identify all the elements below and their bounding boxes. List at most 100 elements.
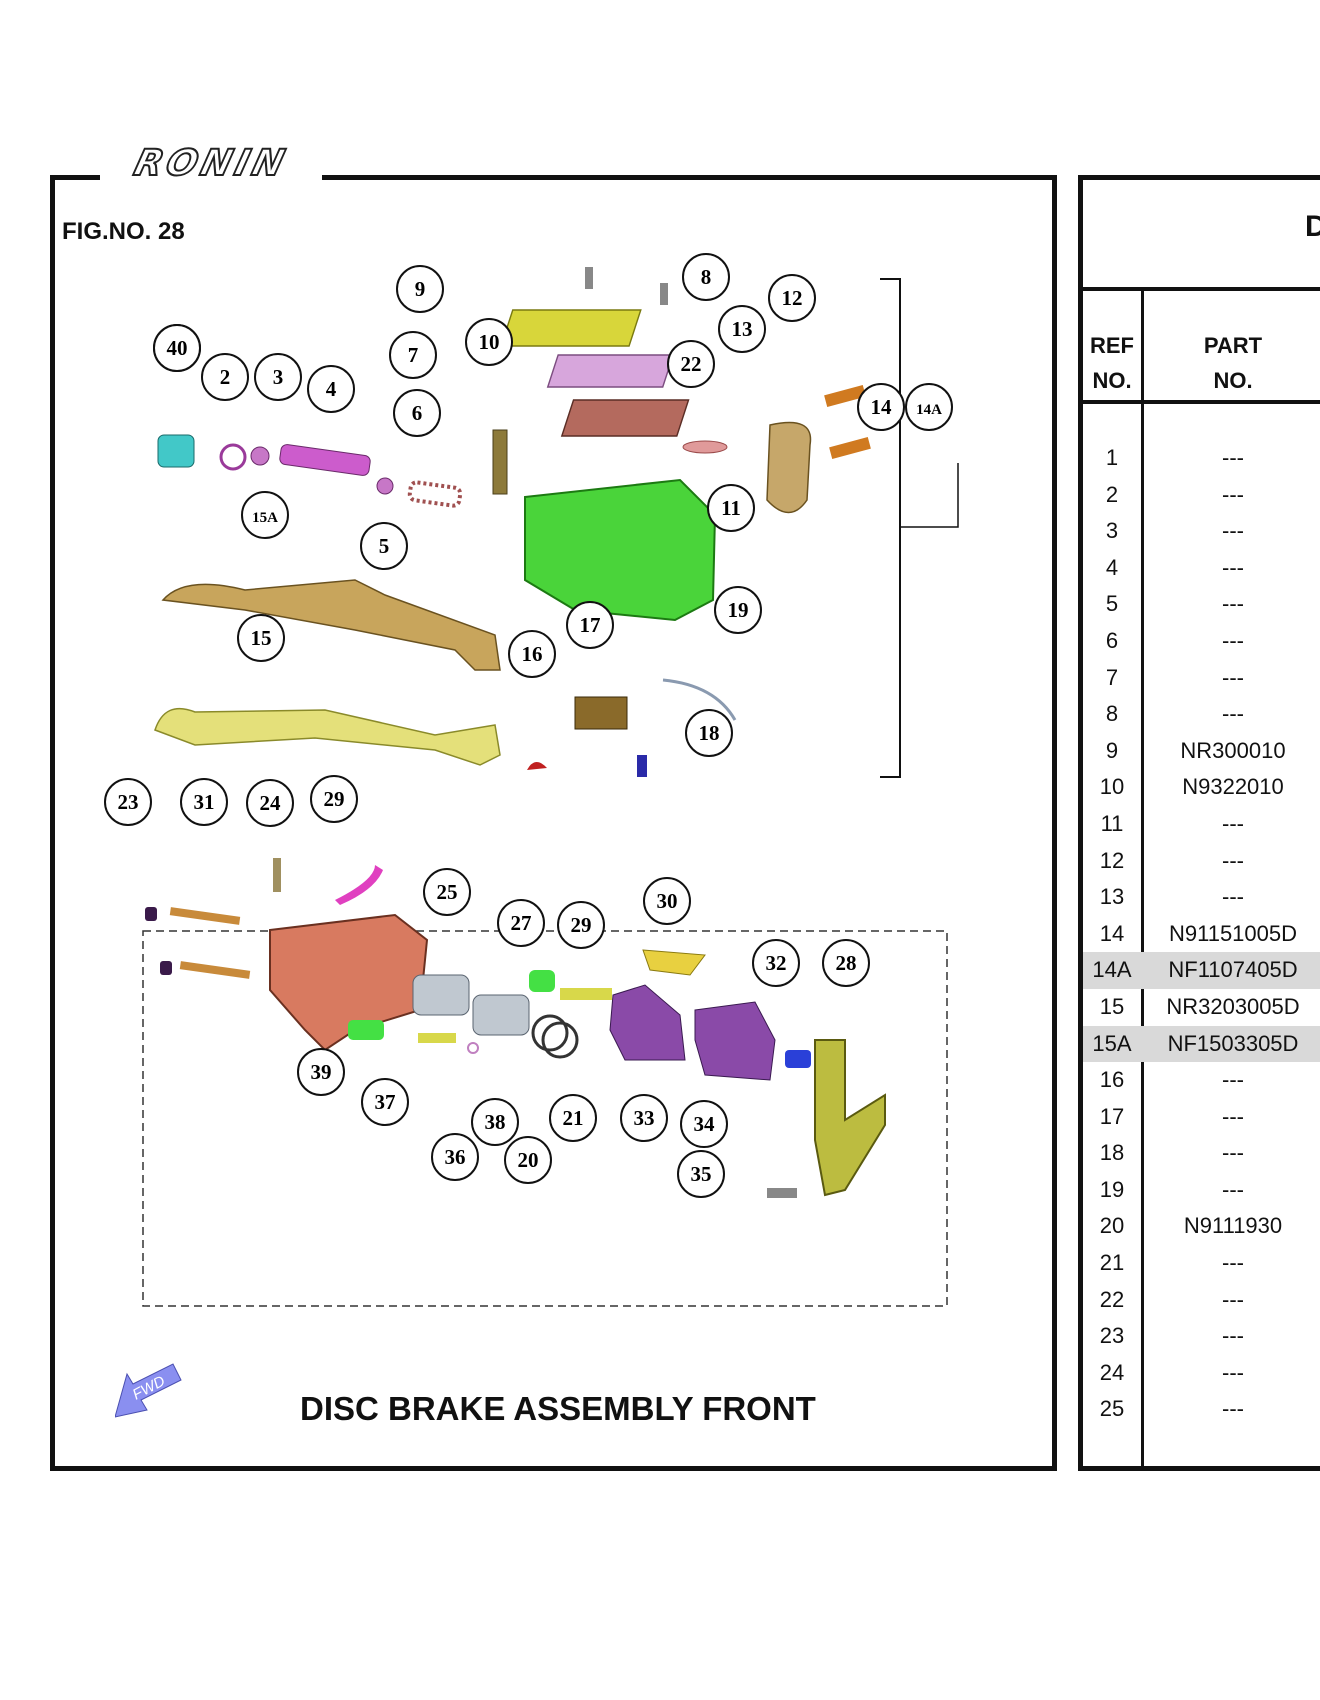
ref-number: 15A xyxy=(1092,1030,1132,1056)
svg-text:27: 27 xyxy=(511,911,532,935)
svg-text:9: 9 xyxy=(415,277,426,301)
table-row: 6--- xyxy=(1083,623,1320,660)
ref-number: 6 xyxy=(1105,627,1119,653)
svg-text:29: 29 xyxy=(571,913,592,937)
callout-27: 27 xyxy=(497,899,545,947)
svg-text:15A: 15A xyxy=(252,510,278,526)
caliper-group-box xyxy=(142,930,948,1307)
table-row: 4--- xyxy=(1083,550,1320,587)
part-header-line1: PART xyxy=(1203,333,1263,358)
exploded-view-diagram: 123456789101112131414A1515A1617181920212… xyxy=(104,253,959,1307)
header-bottom-rule xyxy=(1078,400,1320,404)
ref-number: 25 xyxy=(1099,1396,1125,1422)
svg-text:7: 7 xyxy=(408,343,419,367)
spring xyxy=(407,480,463,508)
ref-number: 9 xyxy=(1105,737,1119,763)
ref-number: 20 xyxy=(1099,1213,1125,1239)
callout-22: 22 xyxy=(667,340,715,388)
table-row: 1--- xyxy=(1083,440,1320,477)
part-number: --- xyxy=(1222,1140,1244,1166)
ref-number: 10 xyxy=(1099,774,1125,800)
part-no-header: PART NO. xyxy=(1146,328,1320,398)
part-number: --- xyxy=(1222,1359,1244,1385)
circlip xyxy=(219,443,247,471)
part-number: --- xyxy=(1222,664,1244,690)
svg-text:32: 32 xyxy=(766,951,787,975)
dust-boot xyxy=(157,434,195,468)
svg-text:38: 38 xyxy=(485,1110,506,1134)
svg-text:39: 39 xyxy=(311,1060,332,1084)
svg-text:13: 13 xyxy=(732,317,753,341)
clamp-bolt-a xyxy=(824,385,866,407)
svg-text:18: 18 xyxy=(699,721,720,745)
lever-15a xyxy=(161,579,501,671)
table-row: 23 --- xyxy=(1083,1318,1320,1355)
diaphragm xyxy=(560,399,690,437)
svg-text:5: 5 xyxy=(379,534,390,558)
svg-text:36: 36 xyxy=(445,1145,466,1169)
callout-32: 32 xyxy=(752,939,800,987)
callout-12: 12 xyxy=(768,274,816,322)
callout-21: 21 xyxy=(549,1094,597,1142)
ref-number: 4 xyxy=(1105,554,1119,580)
part-number: --- xyxy=(1222,518,1244,544)
ref-number: 18 xyxy=(1099,1140,1125,1166)
svg-text:29: 29 xyxy=(324,787,345,811)
svg-text:28: 28 xyxy=(836,951,857,975)
svg-text:17: 17 xyxy=(580,613,601,637)
callout-15a: 15A xyxy=(241,491,289,539)
bleeder xyxy=(273,858,281,892)
callout-16: 16 xyxy=(508,630,556,678)
part-number: --- xyxy=(1222,1323,1244,1349)
table-title-fragment: D xyxy=(1305,210,1320,243)
svg-text:20: 20 xyxy=(518,1148,539,1172)
ref-number: 14 xyxy=(1099,920,1125,946)
ref-number: 3 xyxy=(1105,518,1119,544)
table-row: 11--- xyxy=(1083,806,1320,843)
master-cylinder-body xyxy=(524,478,717,622)
svg-text:10: 10 xyxy=(479,330,500,354)
part-number: NF1107405D xyxy=(1168,957,1298,983)
part-number: --- xyxy=(1222,591,1244,617)
part-number: --- xyxy=(1222,481,1244,507)
bracket-29 xyxy=(814,1039,886,1197)
table-row: 21--- xyxy=(1083,1245,1320,1282)
table-row: 19--- xyxy=(1083,1172,1320,1209)
ref-number: 19 xyxy=(1099,1176,1125,1202)
ref-number: 13 xyxy=(1099,884,1125,910)
ref-number: 7 xyxy=(1105,664,1119,690)
svg-text:34: 34 xyxy=(694,1112,716,1136)
svg-text:24: 24 xyxy=(260,791,282,815)
ref-number: 23 xyxy=(1099,1323,1125,1349)
table-row: 2--- xyxy=(1083,477,1320,514)
push-rod xyxy=(492,429,508,495)
svg-text:22: 22 xyxy=(681,352,702,376)
callout-14a: 14A xyxy=(905,383,953,431)
ref-number: 24 xyxy=(1099,1359,1125,1385)
slide-pin-38 xyxy=(418,1033,456,1043)
piston xyxy=(279,444,371,476)
callout-35: 35 xyxy=(677,1150,725,1198)
callout-19: 19 xyxy=(714,586,762,634)
callout-13: 13 xyxy=(718,305,766,353)
washer xyxy=(682,440,728,454)
pin-32b xyxy=(179,961,251,979)
callout-18: 18 xyxy=(685,709,733,757)
callout-38: 38 xyxy=(471,1098,519,1146)
part-number: NR3203005D xyxy=(1166,993,1300,1019)
svg-text:25: 25 xyxy=(437,880,458,904)
svg-text:15: 15 xyxy=(251,626,272,650)
table-row: 3 --- xyxy=(1083,513,1320,550)
part-number: N9322010 xyxy=(1182,774,1284,800)
part-number: --- xyxy=(1222,1103,1244,1129)
bolt-24b xyxy=(160,961,172,975)
part-number: --- xyxy=(1222,847,1244,873)
table-row: 8--- xyxy=(1083,696,1320,733)
svg-text:11: 11 xyxy=(721,496,741,520)
callout-11: 11 xyxy=(707,484,755,532)
slide-pin-28 xyxy=(529,970,555,992)
brake-pad-35 xyxy=(694,1001,776,1081)
